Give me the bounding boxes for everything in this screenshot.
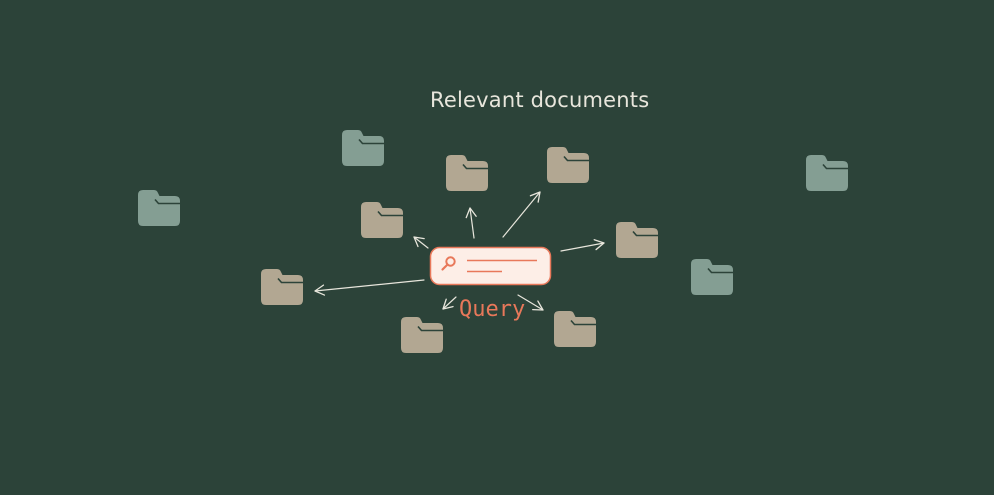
query-box-frame [429, 246, 552, 286]
query-box [429, 246, 552, 286]
search-icon [441, 256, 456, 271]
arrow [442, 296, 457, 310]
folder-icon [691, 259, 733, 295]
folder-icon [361, 202, 403, 238]
folder-icon [401, 317, 443, 353]
arrow [314, 279, 425, 296]
folders-layer [138, 130, 848, 353]
folder-icon [138, 190, 180, 226]
folder-icon [547, 147, 589, 183]
folder-icon [554, 311, 596, 347]
arrow [517, 294, 544, 311]
folder-icon [446, 155, 488, 191]
folder-icon [806, 155, 848, 191]
diagram-title: Relevant documents [430, 88, 650, 112]
arrow [465, 207, 477, 239]
folder-icon [342, 130, 384, 166]
arrow [502, 191, 541, 238]
folder-icon [616, 222, 658, 258]
arrow [413, 236, 429, 249]
query-label: Query [459, 297, 526, 322]
folder-icon [261, 269, 303, 305]
arrows-layer [314, 191, 605, 311]
arrow [560, 239, 605, 252]
